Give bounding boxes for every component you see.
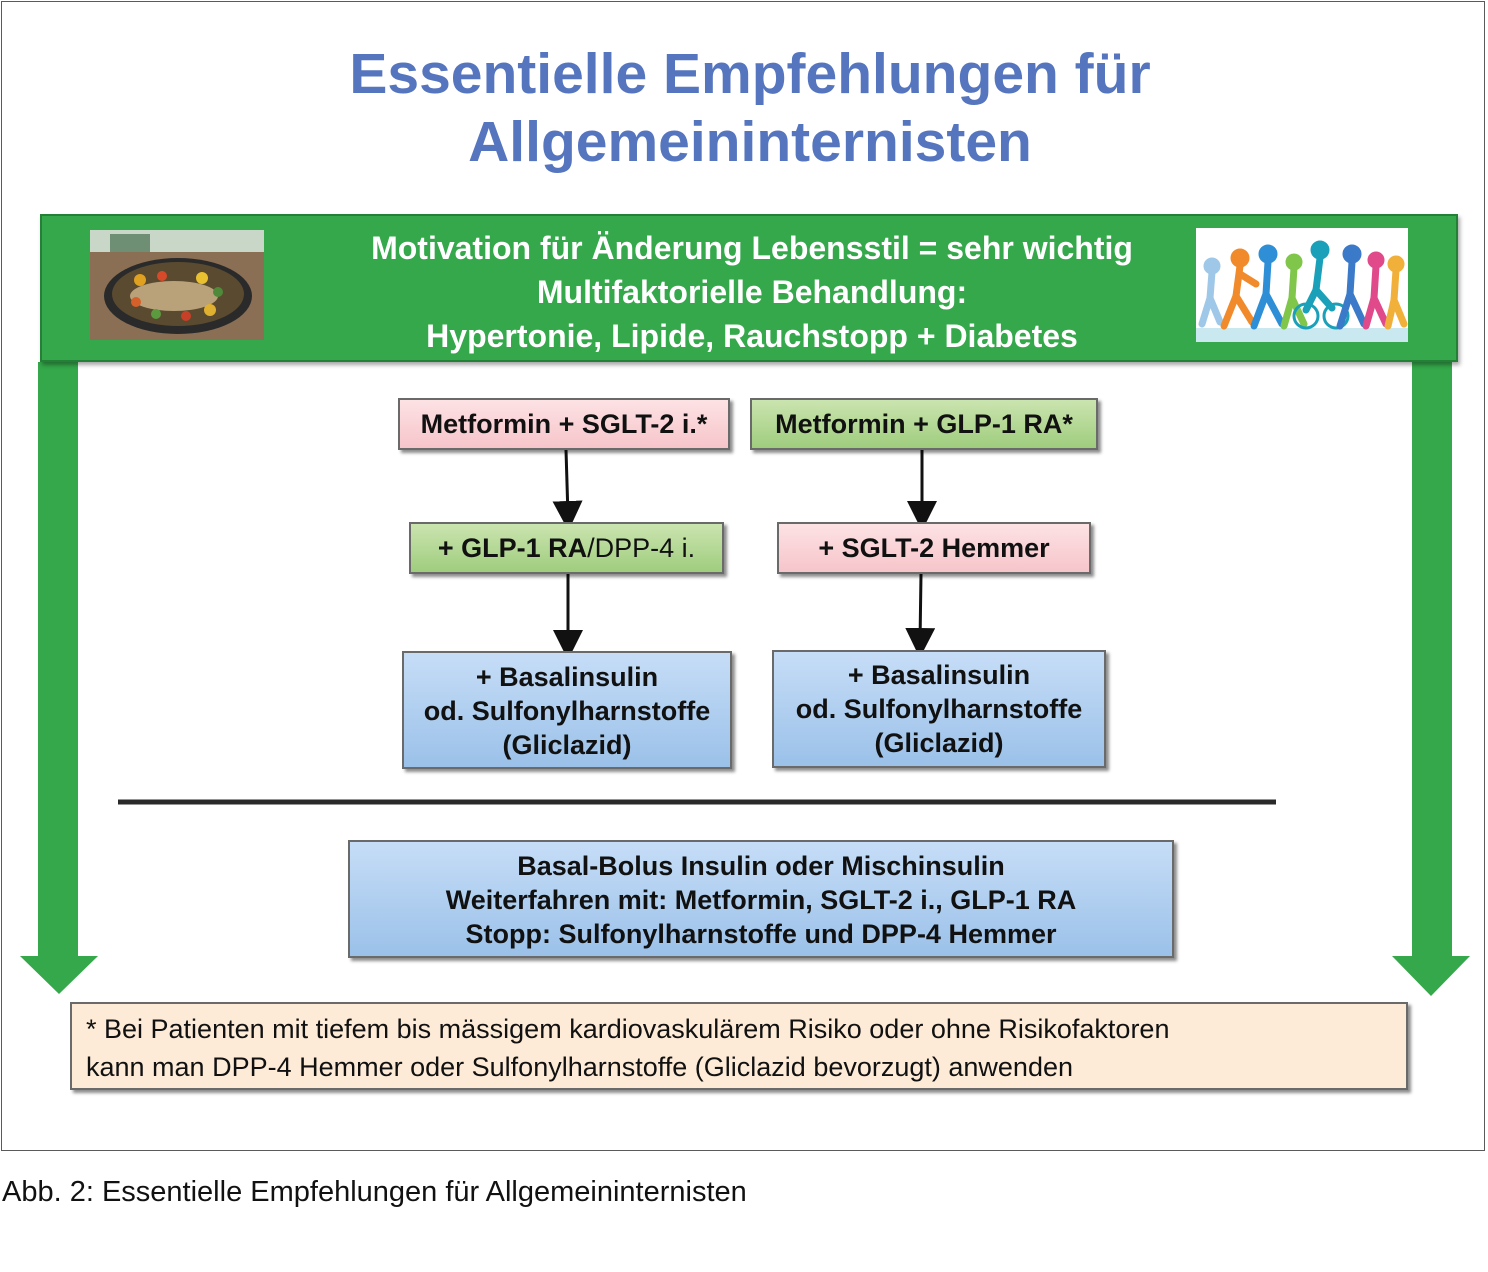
box-metformin-sglt2-text: Metformin + SGLT-2 i.* [420, 409, 708, 439]
left-arrow-stem [38, 362, 78, 958]
page-title: Essentielle Empfehlungen für Allgemeinin… [0, 40, 1488, 176]
footnote-box: * Bei Patienten mit tiefem bis mässigem … [70, 1002, 1408, 1090]
figure-caption: Abb. 2: Essentielle Empfehlungen für All… [2, 1176, 747, 1208]
right-arrow-head [1392, 956, 1470, 996]
basalinsulin-right-line-3: (Gliclazid) [874, 728, 1004, 758]
basal-bolus-line-3: Stopp: Sulfonylharnstoffe und DPP-4 Hemm… [465, 919, 1057, 949]
box-basalinsulin-right: + Basalinsulin od. Sulfonylharnstoffe (G… [772, 650, 1106, 768]
dpp4-normal-text: /DPP-4 i. [587, 533, 696, 563]
box-sglt2-hemmer: + SGLT-2 Hemmer [777, 522, 1091, 574]
box-metformin-glp1-text: Metformin + GLP-1 RA* [775, 409, 1073, 439]
box-glp1-dpp4: + GLP-1 RA/DPP-4 i. [409, 522, 724, 574]
basal-bolus-line-2: Weiterfahren mit: Metformin, SGLT-2 i., … [445, 885, 1077, 915]
title-line-2: Allgemeininternisten [468, 110, 1032, 174]
basal-bolus-line-1: Basal-Bolus Insulin oder Mischinsulin [517, 851, 1005, 881]
box-basal-bolus: Basal-Bolus Insulin oder Mischinsulin We… [348, 840, 1174, 958]
box-sglt2-hemmer-text: + SGLT-2 Hemmer [818, 533, 1050, 563]
basalinsulin-left-line-1: + Basalinsulin [475, 662, 659, 692]
banner-line-3: Hypertonie, Lipide, Rauchstopp + Diabete… [426, 318, 1078, 354]
box-basalinsulin-left: + Basalinsulin od. Sulfonylharnstoffe (G… [402, 651, 732, 769]
figure-frame [1, 1, 1485, 1151]
box-glp1-dpp4-text: + GLP-1 RA/DPP-4 i. [411, 524, 722, 572]
fish-dish-photo [90, 230, 264, 340]
footnote-line-2: kann man DPP-4 Hemmer oder Sulfonylharns… [86, 1052, 1073, 1082]
connector-left-1 [552, 449, 583, 531]
box-metformin-glp1: Metformin + GLP-1 RA* [750, 398, 1098, 450]
glp1-bold-text: + GLP-1 RA [437, 533, 588, 563]
banner-line-2: Multifaktorielle Behandlung: [536, 274, 968, 310]
banner-text: Motivation für Änderung Lebensstil = seh… [282, 226, 1222, 358]
title-line-1: Essentielle Empfehlungen für [349, 42, 1151, 106]
basalinsulin-right-line-1: + Basalinsulin [847, 660, 1031, 690]
runners-illustration [1196, 228, 1408, 342]
basalinsulin-left-line-3: (Gliclazid) [502, 730, 632, 760]
footnote-line-1: * Bei Patienten mit tiefem bis mässigem … [86, 1014, 1170, 1044]
banner-line-1: Motivation für Änderung Lebensstil = seh… [371, 230, 1133, 266]
basalinsulin-right-line-2: od. Sulfonylharnstoffe [795, 694, 1083, 724]
right-arrow-stem [1412, 362, 1452, 958]
box-metformin-sglt2: Metformin + SGLT-2 i.* [398, 398, 730, 450]
basalinsulin-left-line-2: od. Sulfonylharnstoffe [423, 696, 711, 726]
left-arrow-head [20, 956, 98, 994]
connector-right-2 [905, 573, 936, 658]
